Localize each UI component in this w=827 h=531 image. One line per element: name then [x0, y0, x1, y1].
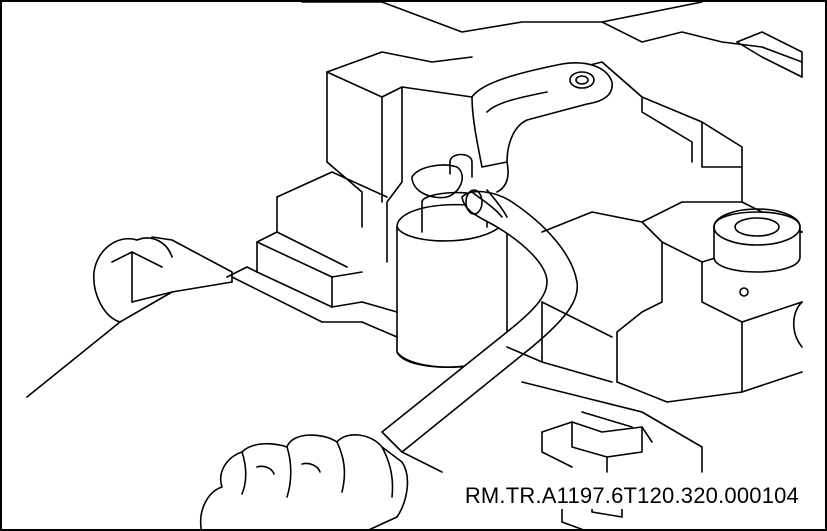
figure-reference-code: RM.TR.A1197.6T120.320.000104 [462, 483, 801, 509]
lower-steps [521, 381, 703, 529]
canister [396, 153, 508, 368]
mounting-bracket [471, 62, 613, 193]
housing-back-plate [301, 2, 803, 78]
left-lever [26, 236, 233, 398]
hand [200, 434, 409, 529]
hose [381, 189, 579, 453]
left-stepped-base [226, 171, 388, 323]
cylindrical-boss [713, 208, 801, 273]
base-edges [361, 301, 543, 473]
